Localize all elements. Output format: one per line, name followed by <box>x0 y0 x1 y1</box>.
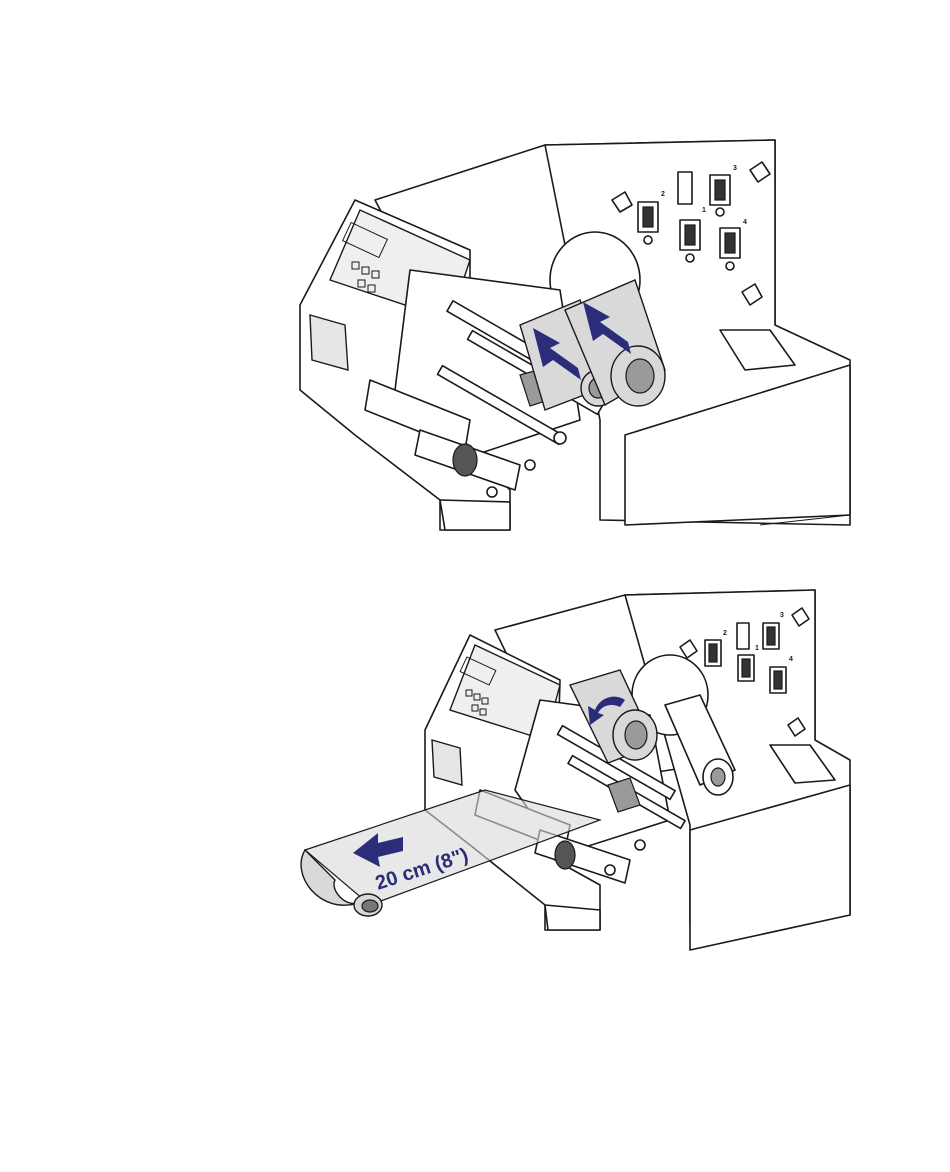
sensor-label-4: 4 <box>789 656 793 663</box>
front-window <box>432 740 462 785</box>
printer-top-illustration: 2 1 3 4 <box>0 130 950 540</box>
sensor-label-3: 3 <box>733 165 737 172</box>
ribbon-loading-diagram: 2 1 3 4 <box>0 130 950 540</box>
printer-foot <box>545 905 600 930</box>
sensor-label-2: 2 <box>661 191 665 198</box>
sensor-label-3: 3 <box>780 612 784 619</box>
sensor-label-2: 2 <box>723 630 727 637</box>
ribbon-pullout-diagram: 2 1 3 4 20 cm (8") <box>0 585 950 965</box>
sensor-label-4: 4 <box>743 219 747 226</box>
printer-bottom-illustration: 2 1 3 4 20 cm (8") <box>0 585 950 965</box>
sensor-label-1: 1 <box>702 207 706 214</box>
sensor-label-1: 1 <box>755 645 759 652</box>
printer-foot <box>440 500 510 530</box>
